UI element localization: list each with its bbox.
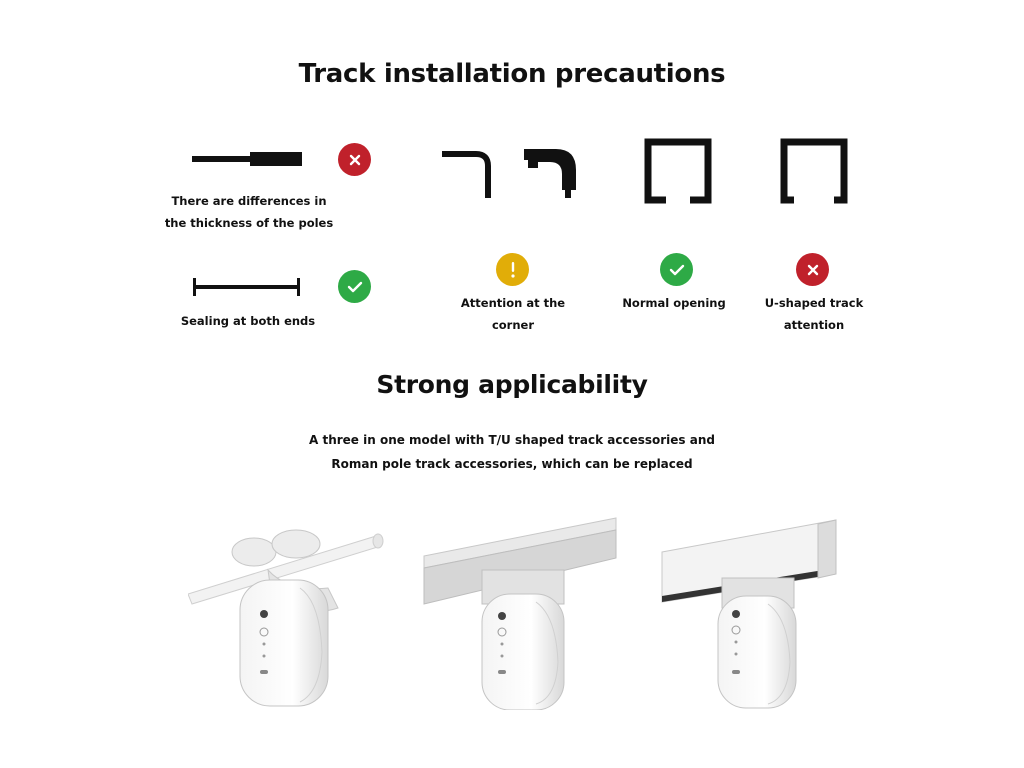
caption-u-shaped-attention: U-shaped track attention	[764, 296, 864, 332]
curtain-motor-u-track-image	[661, 519, 837, 709]
error-badge	[338, 143, 371, 176]
sealed-pole-diagram	[193, 278, 300, 296]
subtitle-line-2: Roman pole track accessories, which can …	[331, 457, 693, 471]
check-icon	[669, 264, 684, 275]
x-icon	[349, 154, 360, 165]
exclamation-icon	[510, 261, 515, 278]
caption-sealing-both-ends: Sealing at both ends	[180, 314, 316, 328]
corner-track-diagram	[442, 149, 576, 198]
subtitle-line-1: A three in one model with T/U shaped tra…	[309, 433, 715, 447]
caption-pole-thickness: There are differences in the thickness o…	[164, 194, 334, 230]
section-title-applicability: Strong applicability	[376, 370, 648, 399]
section-title-track-installation: Track installation precautions	[298, 59, 726, 89]
ok-badge	[338, 270, 371, 303]
curtain-motor-roman-pole-image	[188, 529, 384, 707]
caption-normal-opening: Normal opening	[622, 296, 726, 310]
curtain-motor-t-track-image	[423, 517, 617, 710]
warning-badge	[496, 253, 529, 286]
x-icon	[807, 264, 818, 275]
ok-badge	[660, 253, 693, 286]
uneven-pole-diagram	[192, 152, 302, 166]
caption-corner-attention: Attention at the corner	[460, 296, 566, 332]
normal-opening-track-diagram	[644, 138, 712, 204]
u-shaped-track-diagram	[780, 138, 848, 204]
error-badge	[796, 253, 829, 286]
check-icon	[347, 281, 362, 292]
